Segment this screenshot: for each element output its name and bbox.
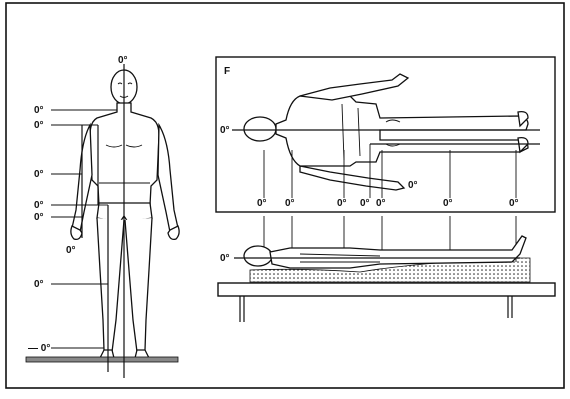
topview-raised-arm — [300, 74, 408, 100]
label-topview-head: 0° — [220, 125, 230, 136]
panel-f: F 0° 0° 0° 0° 0° 0° 0° 0° 0° — [216, 57, 555, 212]
panel-f-letter: F — [224, 66, 230, 77]
label-side-head: 0° — [220, 253, 230, 264]
exam-table-top — [218, 283, 555, 296]
label-topview-6: 0° — [443, 198, 453, 209]
topview-feet — [518, 112, 528, 152]
label-knee: 0° — [34, 279, 44, 290]
side-head — [244, 246, 272, 266]
label-ankle: — 0° — [28, 343, 50, 354]
label-hand: 0° — [66, 245, 76, 256]
ground-plate — [26, 357, 178, 362]
label-shoulder: 0° — [34, 120, 44, 131]
side-view: 0° — [218, 216, 555, 322]
label-topview-3: 0° — [337, 198, 347, 209]
standing-right-leg — [97, 218, 124, 352]
label-wrist: 0° — [34, 212, 44, 223]
figure-border — [6, 3, 564, 388]
standing-left-arm — [158, 125, 178, 232]
label-topview-5: 0° — [376, 198, 386, 209]
standing-figure: 0° 0° 0° 0° 0° 0° 0° 0° — 0° — [26, 55, 179, 378]
label-topview-2: 0° — [285, 198, 295, 209]
label-head: 0° — [118, 55, 128, 66]
label-neck: 0° — [34, 105, 44, 116]
topview-torso-legs — [276, 96, 528, 166]
label-elbow: 0° — [34, 169, 44, 180]
label-topview-1: 0° — [257, 198, 267, 209]
standing-left-leg — [125, 218, 152, 352]
label-topview-4: 0° — [360, 198, 370, 209]
label-topview-hand: 0° — [408, 180, 418, 191]
label-hip: 0° — [34, 200, 44, 211]
label-topview-7: 0° — [509, 198, 519, 209]
topview-head — [244, 117, 276, 141]
topview-lowered-arm — [300, 166, 404, 190]
